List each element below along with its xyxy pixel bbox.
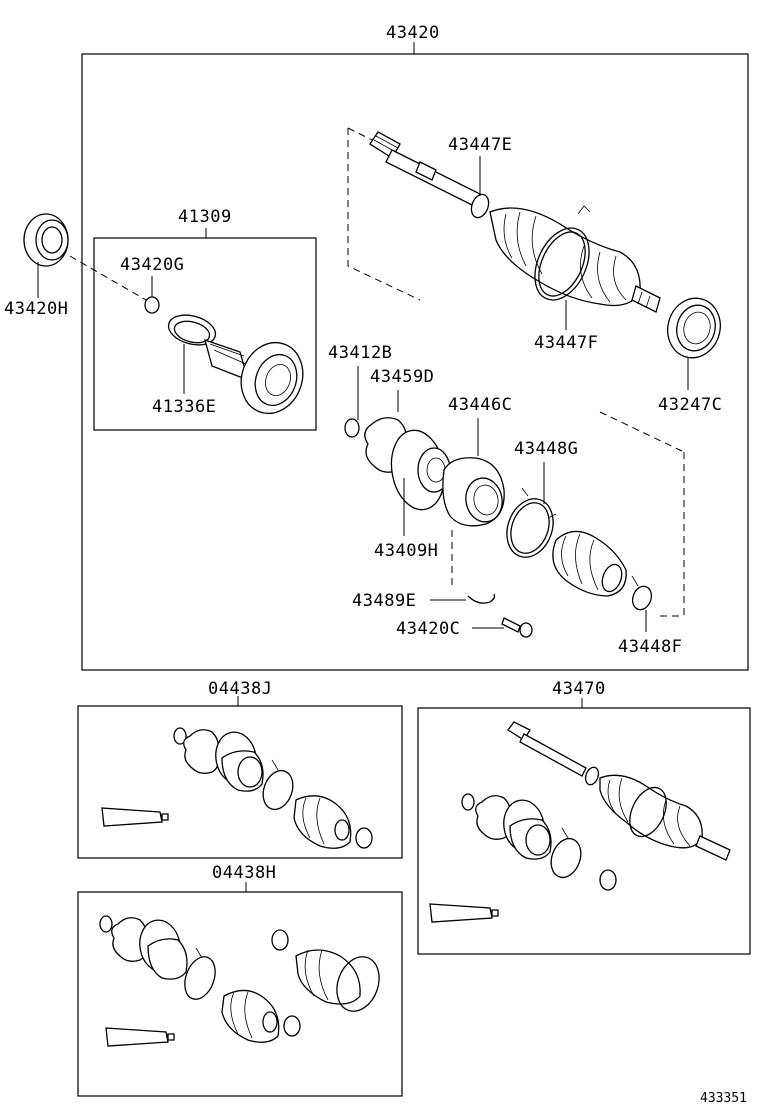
label-43247C[interactable]: 43247C — [658, 395, 722, 415]
part-43247C-group: 43247C — [658, 297, 722, 415]
label-43448F[interactable]: 43448F — [618, 637, 682, 657]
snap-ring-43412B-drawing — [344, 418, 360, 438]
assembly-43470-group: 43470 — [417, 679, 751, 955]
bolt-43420C-drawing — [501, 617, 533, 638]
label-43459D[interactable]: 43459D — [370, 367, 434, 387]
label-41336E[interactable]: 41336E — [152, 397, 216, 417]
label-43409H[interactable]: 43409H — [374, 541, 438, 561]
seal-43420H-drawing — [23, 213, 69, 267]
label-43489E[interactable]: 43489E — [352, 591, 416, 611]
kit-04438J-frame — [77, 705, 403, 859]
label-41309[interactable]: 41309 — [178, 207, 232, 227]
label-43448G[interactable]: 43448G — [514, 439, 578, 459]
clamp-43448F-drawing — [631, 575, 653, 611]
grease-tube-43470-icon — [429, 903, 499, 923]
inboard-housing-drawing — [390, 429, 505, 527]
label-43446C[interactable]: 43446C — [448, 395, 512, 415]
outboard-joint-41309-drawing — [167, 314, 304, 415]
label-43470[interactable]: 43470 — [552, 679, 606, 699]
assembly-43420-frame — [81, 53, 749, 671]
kit-04438J-group: 04438J — [77, 679, 403, 859]
inboard-boot-drawing — [506, 487, 627, 597]
label-43420[interactable]: 43420 — [386, 23, 440, 43]
part-43420H-group: 43420H — [4, 213, 147, 319]
snap-ring-43420G-drawing — [144, 296, 160, 314]
drive-shaft-assembly-group: 43447E 43447F — [347, 127, 685, 617]
kit-04438J-parts-drawing — [101, 727, 373, 849]
kit-04438H-frame — [77, 891, 403, 1097]
grease-tube-04438J-icon — [101, 807, 169, 827]
assembly-43420-group: 43420 — [81, 23, 749, 671]
grease-tube-04438H-icon — [105, 1027, 175, 1047]
label-43420G[interactable]: 43420G — [120, 255, 184, 275]
assembly-43470-frame — [417, 707, 751, 955]
label-43420C[interactable]: 43420C — [396, 619, 460, 639]
seal-43247C-drawing — [667, 297, 721, 359]
subassembly-41309-frame — [93, 237, 317, 431]
drive-shaft-drawing — [369, 131, 661, 313]
kit-04438H-parts-drawing — [99, 915, 380, 1047]
label-04438H[interactable]: 04438H — [212, 863, 276, 883]
clip-43489E-drawing — [467, 593, 496, 604]
label-04438J[interactable]: 04438J — [208, 679, 272, 699]
label-43447F[interactable]: 43447F — [534, 333, 598, 353]
diagram-reference-number: 433351 — [700, 1091, 747, 1106]
inboard-joint-exploded-group: 43412B 43459D 43446C 43409H 43448G — [328, 343, 682, 657]
label-43412B[interactable]: 43412B — [328, 343, 392, 363]
kit-04438H-group: 04438H — [77, 863, 403, 1097]
subassembly-41309-group: 41309 43420G 41336E — [93, 207, 317, 431]
assembly-43470-parts-drawing — [429, 721, 731, 923]
label-43420H[interactable]: 43420H — [4, 299, 68, 319]
label-43447E[interactable]: 43447E — [448, 135, 512, 155]
